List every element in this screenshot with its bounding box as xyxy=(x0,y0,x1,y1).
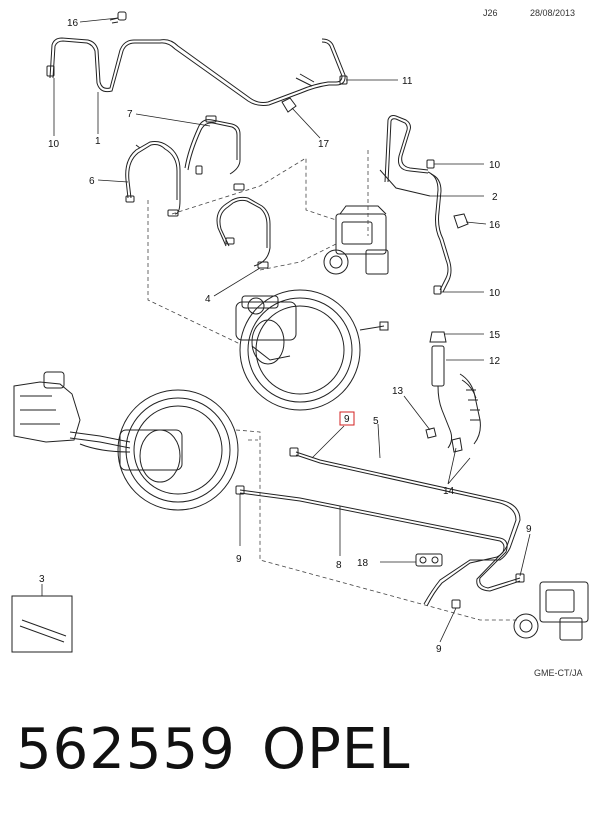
callout-7: 7 xyxy=(127,109,133,120)
callout-9: 9 xyxy=(436,644,442,655)
callout-9: 9 xyxy=(344,414,350,425)
part-number: 562559 xyxy=(16,717,236,782)
callout-9: 9 xyxy=(236,554,242,565)
fitting-9-top xyxy=(289,447,299,457)
callout-13: 13 xyxy=(392,386,404,397)
clip-18 xyxy=(415,553,443,567)
callout-9: 9 xyxy=(526,524,532,535)
kit-3-box xyxy=(11,595,73,653)
brake-line-7 xyxy=(184,115,241,175)
abs-module-lower xyxy=(513,581,589,641)
callout-16: 16 xyxy=(489,220,501,231)
callout-6: 6 xyxy=(89,176,95,187)
diagram-date: 28/08/2013 xyxy=(530,8,576,18)
abs-module-upper xyxy=(323,205,389,275)
callout-15: 15 xyxy=(489,330,501,341)
callout-10: 10 xyxy=(489,160,501,171)
brake-line-5 xyxy=(295,451,521,607)
fitting-9-bottom xyxy=(451,599,461,609)
callout-10: 10 xyxy=(48,139,60,150)
callout-1: 1 xyxy=(95,136,101,147)
callout-3: 3 xyxy=(39,574,45,585)
brake-booster-lower xyxy=(13,371,239,511)
brake-line-1 xyxy=(49,17,346,106)
callout-11: 11 xyxy=(402,76,413,87)
brake-hose-12 xyxy=(429,331,481,449)
brake-line-8 xyxy=(239,489,521,592)
fitting-9-right xyxy=(515,573,525,583)
brand-name: OPEL xyxy=(262,717,411,782)
brake-booster-upper xyxy=(235,289,389,411)
brake-line-2 xyxy=(379,115,452,295)
callout-18: 18 xyxy=(357,558,369,569)
diagram-code: J26 xyxy=(483,8,498,18)
clip-16-right xyxy=(453,213,469,229)
kit-3-pin xyxy=(19,619,67,643)
callout-8: 8 xyxy=(336,560,342,571)
callout-12: 12 xyxy=(489,356,501,367)
callout-17: 17 xyxy=(318,139,330,150)
highlight-box-9 xyxy=(339,411,355,426)
clip-17 xyxy=(281,97,297,113)
callout-5: 5 xyxy=(373,416,379,427)
callout-14: 14 xyxy=(443,486,455,497)
fitting-10-top xyxy=(46,65,55,77)
callout-16: 16 xyxy=(67,18,79,29)
callout-4: 4 xyxy=(205,294,211,305)
clip-16-top xyxy=(117,11,127,21)
callout-10: 10 xyxy=(489,288,501,299)
callout-2: 2 xyxy=(492,192,498,203)
fitting-13 xyxy=(425,427,437,439)
fitting-10-mid-right xyxy=(433,285,442,295)
brake-line-4 xyxy=(216,183,271,269)
fitting-14 xyxy=(451,437,463,453)
footer-code: GME-CT/JA xyxy=(534,668,583,678)
brake-lines-diagram: 16 10 1 11 17 7 6 4 10 2 16 10 15 12 13 … xyxy=(11,11,589,655)
brake-line-6 xyxy=(125,141,181,217)
fitting-10-upper-right xyxy=(426,159,435,169)
